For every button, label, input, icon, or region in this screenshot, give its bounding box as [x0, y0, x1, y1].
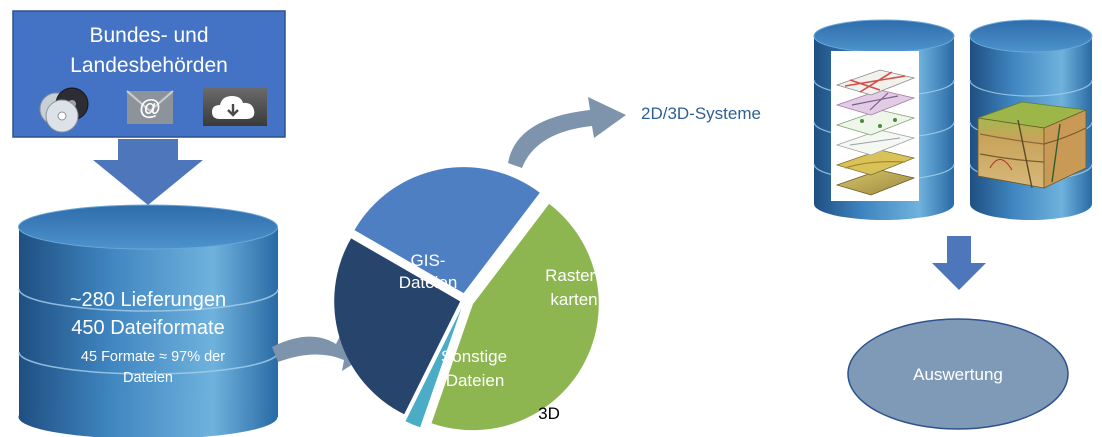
db-line-files: Dateien: [123, 370, 173, 386]
systems-label: 2D/3D-Systeme: [641, 104, 761, 123]
pie-label-gis-line2: Dateien: [399, 273, 458, 292]
source-box: Bundes- und Landesbehörden @: [12, 10, 286, 138]
pie-slice-raster: [431, 203, 599, 431]
cylinder-3d: [969, 19, 1093, 220]
pie-chart: GIS- Dateien Raster- karten Sonstige Dat…: [334, 167, 601, 431]
db-line-formats: 450 Dateiformate: [71, 317, 224, 339]
analysis-ellipse: Auswertung: [847, 318, 1069, 430]
source-title-line2: Landesbehörden: [70, 54, 228, 77]
database-cylinder: ~280 Lieferungen 450 Dateiformate 45 For…: [18, 204, 279, 437]
pie-slice-gis: [354, 167, 540, 294]
map-layers-image: [831, 51, 919, 201]
disc-icon: [39, 87, 89, 133]
arrow-down-to-analysis: [932, 236, 986, 290]
email-icon: @: [126, 90, 174, 124]
analysis-label: Auswertung: [913, 365, 1003, 384]
pie-label-other-line2: Dateien: [446, 371, 505, 390]
db-line-deliveries: ~280 Lieferungen: [70, 289, 226, 311]
pie-label-other-line1: Sonstige: [441, 347, 507, 366]
pie-label-raster-line2: karten: [550, 290, 597, 309]
svg-text:@: @: [139, 95, 160, 120]
pie-label-gis-line1: GIS-: [411, 251, 446, 270]
db-line-share: 45 Formate ≈ 97% der: [81, 349, 225, 365]
curved-arrow-to-systems: [508, 97, 626, 168]
pie-label-3d: 3D: [538, 404, 560, 423]
cylinder-2d: [813, 19, 955, 220]
geology-model-image: [977, 101, 1088, 189]
cloud-download-icon: [203, 88, 267, 126]
pie-slice-3d: [405, 308, 462, 428]
pie-label-raster-line1: Raster-: [545, 266, 601, 285]
pie-slice-other: [334, 238, 461, 415]
source-title-line1: Bundes- und: [89, 24, 208, 47]
arrow-down-to-database: [93, 139, 203, 205]
